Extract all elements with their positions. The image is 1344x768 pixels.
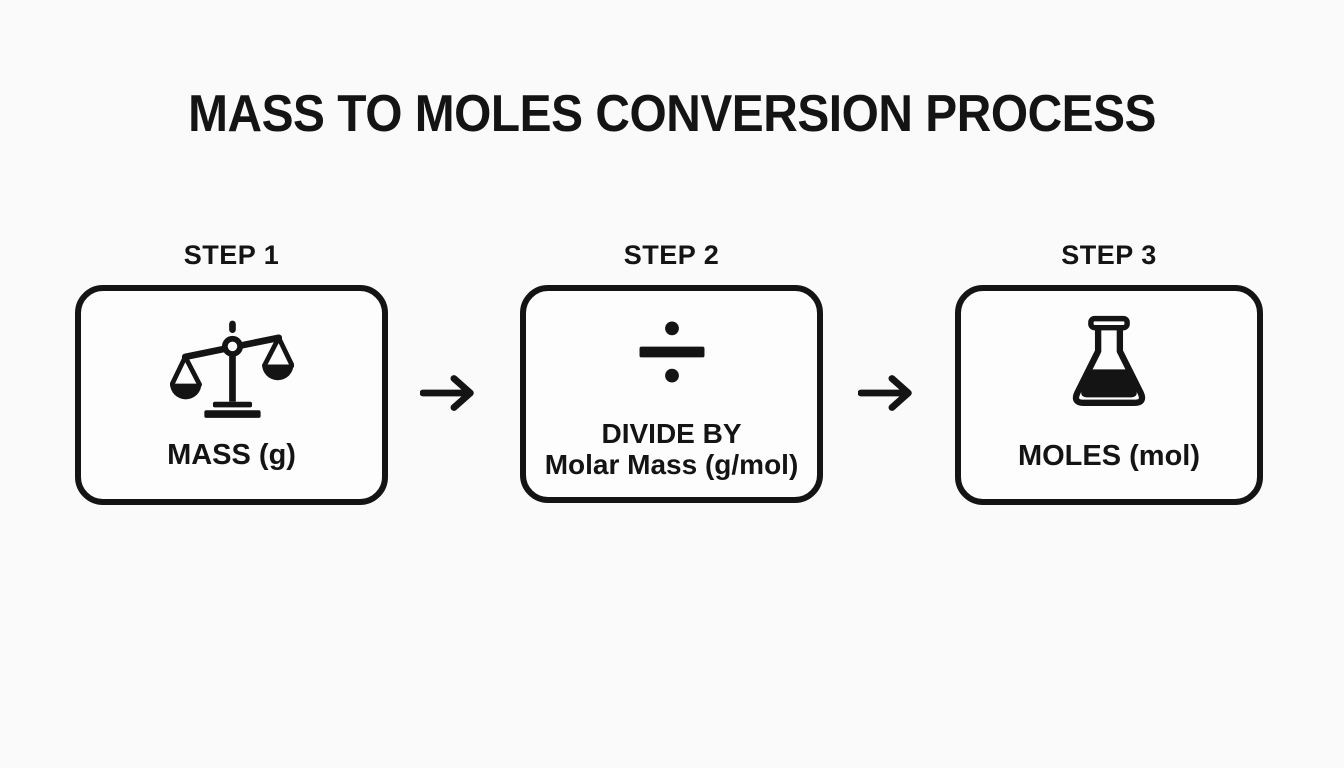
page-title: MASS TO MOLES CONVERSION PROCESS (0, 84, 1344, 144)
step-2-caption: DIVIDE BY Molar Mass (g/mol) (526, 418, 817, 480)
molar-mass-line: Molar Mass (g/mol) (544, 449, 799, 480)
divide-icon (639, 321, 704, 383)
right-arrow-icon (857, 368, 920, 418)
page-title-text: MASS TO MOLES CONVERSION PROCESS (188, 85, 1156, 143)
balance-scale-icon (169, 311, 294, 418)
flask-icon (1070, 315, 1148, 411)
step-1-caption: MASS (g) (167, 439, 296, 471)
right-arrow-icon (419, 368, 482, 418)
divide-by-line: DIVIDE BY (601, 418, 742, 449)
step-3-caption: MOLES (mol) (1017, 440, 1201, 472)
step-3-label: STEP 3 (1061, 240, 1157, 270)
step-2-label: STEP 2 (623, 240, 720, 270)
step-1-box: MASS (g) (75, 285, 388, 505)
step-1-label: STEP 1 (183, 240, 280, 270)
step-3-box: MOLES (mol) (955, 285, 1263, 505)
step-2-box: DIVIDE BY Molar Mass (g/mol) (520, 285, 823, 503)
